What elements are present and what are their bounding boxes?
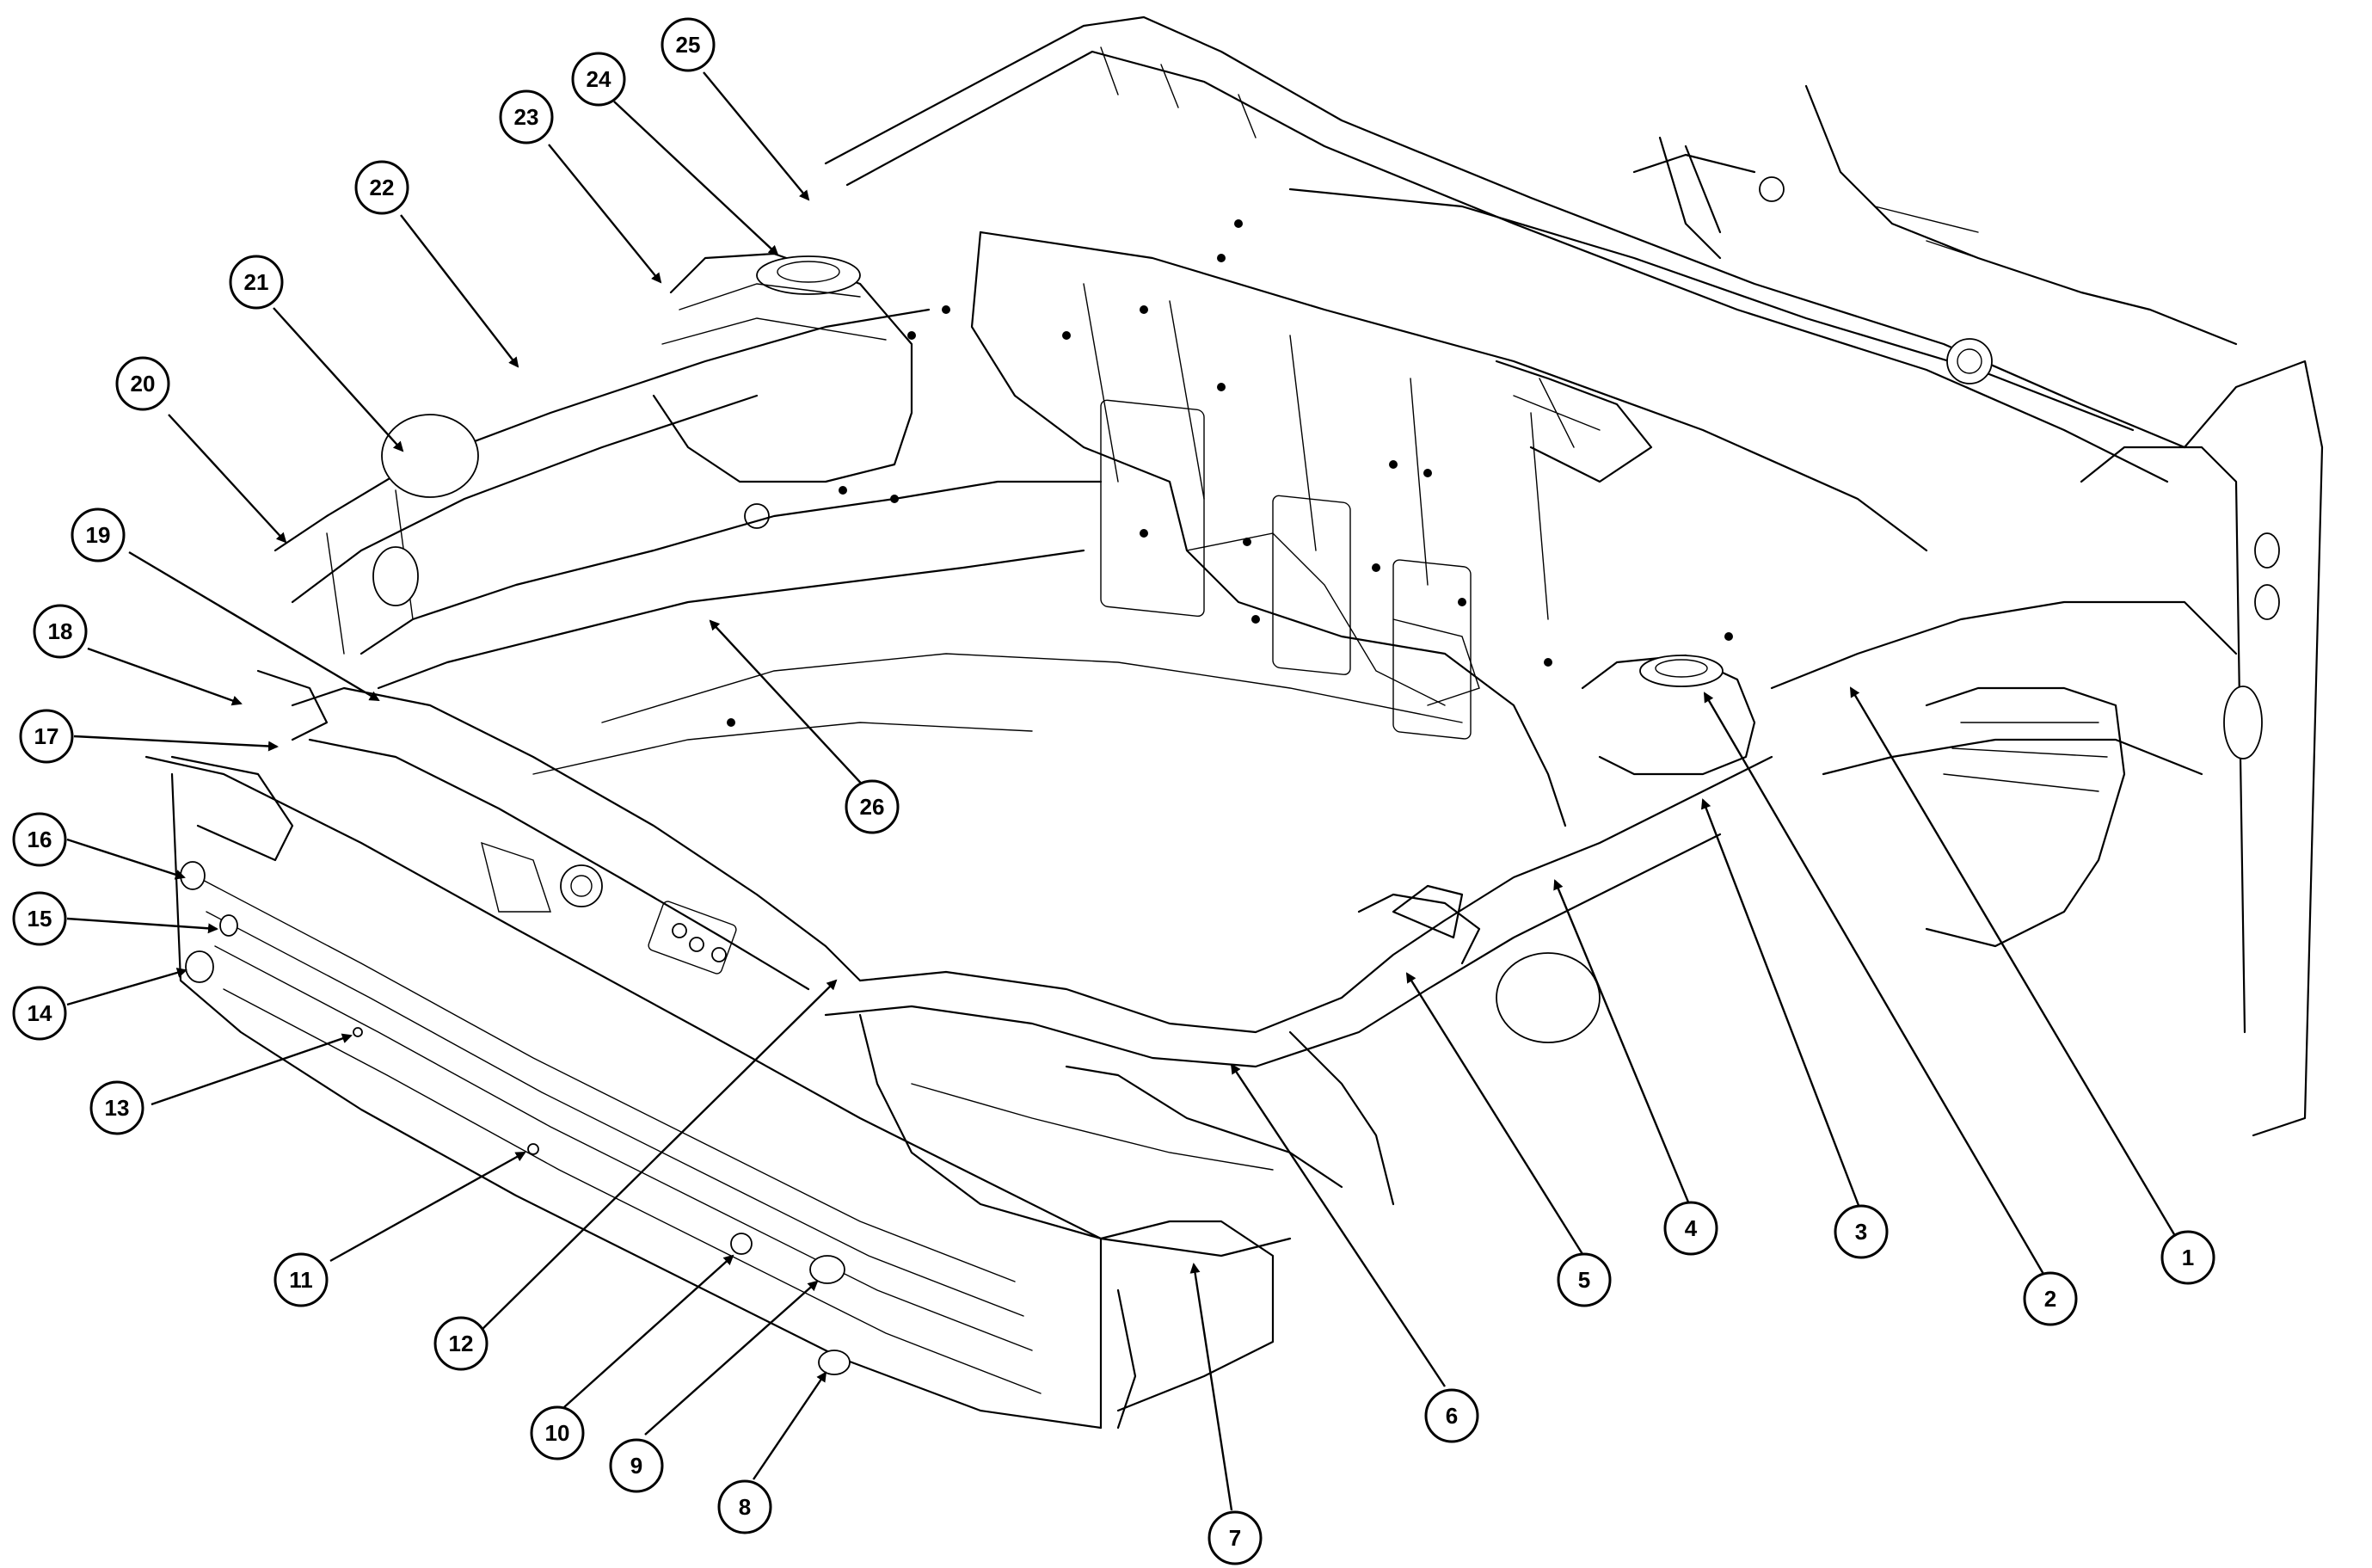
callout-13: 13 <box>89 1080 144 1135</box>
callout-20-label: 20 <box>131 371 156 397</box>
leader-13 <box>151 1033 353 1106</box>
callout-5: 5 <box>1557 1252 1612 1307</box>
callout-7-label: 7 <box>1229 1525 1241 1551</box>
callout-1: 1 <box>2160 1230 2215 1285</box>
callout-26-label: 26 <box>860 794 885 820</box>
leader-11 <box>329 1151 526 1263</box>
leader-2 <box>1703 692 2049 1281</box>
callout-15: 15 <box>12 891 67 946</box>
leader-23 <box>548 144 662 284</box>
callout-6: 6 <box>1424 1388 1479 1443</box>
leader-18 <box>87 647 243 706</box>
callout-21: 21 <box>229 255 284 310</box>
callout-4-label: 4 <box>1685 1215 1698 1241</box>
leader-lines <box>66 71 2185 1511</box>
leader-19 <box>128 550 380 702</box>
callout-12-label: 12 <box>449 1331 474 1356</box>
callout-8: 8 <box>717 1479 772 1534</box>
callout-21-label: 21 <box>244 269 269 295</box>
leader-8 <box>753 1371 827 1480</box>
callout-2-label: 2 <box>2044 1286 2056 1312</box>
leader-20 <box>168 414 287 544</box>
leader-12 <box>476 979 838 1336</box>
callout-19-label: 19 <box>86 522 111 548</box>
callout-17: 17 <box>19 709 74 764</box>
leader-3 <box>1700 798 1861 1208</box>
callout-24-label: 24 <box>587 66 611 92</box>
leader-14 <box>66 968 187 1006</box>
callout-14: 14 <box>12 986 67 1041</box>
callout-15-label: 15 <box>28 906 52 932</box>
callout-3: 3 <box>1834 1204 1889 1259</box>
fastener-dots <box>727 219 1733 727</box>
callout-22: 22 <box>354 160 409 215</box>
callout-14-label: 14 <box>28 1000 52 1026</box>
leader-16 <box>66 838 186 880</box>
callout-25-label: 25 <box>676 32 701 58</box>
callout-19: 19 <box>71 507 126 563</box>
leader-17 <box>73 735 279 752</box>
callout-13-label: 13 <box>105 1095 130 1121</box>
leader-1 <box>1849 686 2185 1250</box>
leader-5 <box>1405 972 1584 1255</box>
callout-9-label: 9 <box>630 1453 642 1479</box>
callout-23-label: 23 <box>514 104 539 130</box>
callout-20: 20 <box>115 356 170 411</box>
callout-23: 23 <box>499 89 554 145</box>
leader-21 <box>273 307 404 452</box>
leader-24 <box>613 101 779 256</box>
leader-26 <box>709 619 868 790</box>
leader-10 <box>563 1254 734 1408</box>
leader-9 <box>644 1280 819 1436</box>
callout-11: 11 <box>273 1252 329 1307</box>
callout-17-label: 17 <box>34 723 59 749</box>
callout-7: 7 <box>1208 1510 1263 1565</box>
callout-8-label: 8 <box>739 1494 751 1520</box>
leader-15 <box>66 917 218 934</box>
callout-1-label: 1 <box>2182 1245 2194 1270</box>
leader-25 <box>703 71 810 201</box>
leader-7 <box>1189 1263 1233 1511</box>
callouts: 1 2 3 4 5 6 7 8 9 10 11 12 13 14 15 16 1… <box>12 17 2215 1565</box>
callout-3-label: 3 <box>1855 1219 1867 1245</box>
callout-9: 9 <box>609 1438 664 1493</box>
callout-5-label: 5 <box>1578 1267 1590 1293</box>
callout-10-label: 10 <box>545 1420 570 1446</box>
callout-11-label: 11 <box>289 1267 313 1293</box>
leader-6 <box>1230 1063 1447 1387</box>
callout-4: 4 <box>1663 1201 1718 1256</box>
callout-16-label: 16 <box>28 827 52 852</box>
callout-18: 18 <box>33 604 88 659</box>
callout-18-label: 18 <box>48 618 73 644</box>
callout-25: 25 <box>661 17 716 72</box>
callout-16: 16 <box>12 812 67 867</box>
callout-10: 10 <box>530 1405 585 1460</box>
callout-24: 24 <box>571 52 626 107</box>
callout-2: 2 <box>2023 1271 2078 1326</box>
callout-26: 26 <box>845 779 900 834</box>
front-structure-drawing <box>144 15 2324 1430</box>
callout-6-label: 6 <box>1446 1403 1458 1429</box>
leader-22 <box>400 214 519 368</box>
callout-22-label: 22 <box>370 175 395 200</box>
callout-12: 12 <box>433 1316 489 1371</box>
leader-4 <box>1553 879 1691 1205</box>
